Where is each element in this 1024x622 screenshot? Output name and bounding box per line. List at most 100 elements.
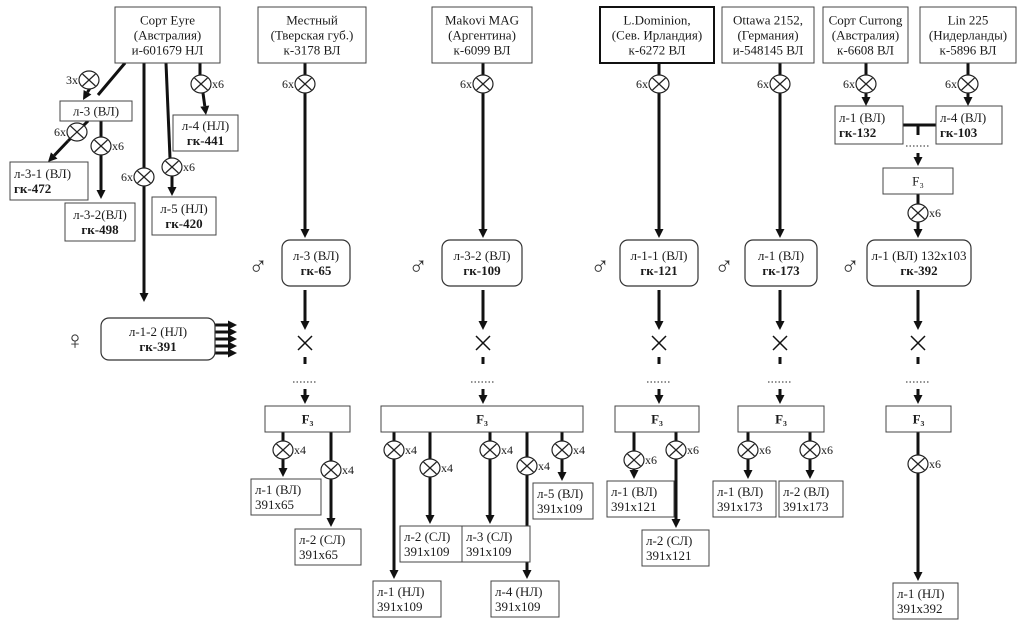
line-box-l3: л-3 (ВЛ) — [59, 100, 133, 122]
male-parent-box: л-3-2 (ВЛ)гк-109 — [441, 239, 523, 287]
arrow-head — [228, 348, 237, 358]
cycle-count-label: 6x — [945, 77, 957, 91]
line-box-l5: л-5 (НЛ)гк-420 — [151, 196, 217, 236]
progeny-line-box: л-4 (НЛ)391x109 — [490, 580, 560, 618]
box-text: 391x109 — [377, 599, 423, 614]
progeny-line-box: л-2 (СЛ)391x65 — [294, 528, 362, 566]
cycle-count-label: x6 — [929, 457, 941, 471]
arrow-head — [478, 321, 488, 330]
self-pollination-icon — [472, 74, 494, 94]
box-text: к-6272 ВЛ — [629, 43, 686, 58]
box-text: и-548145 ВЛ — [733, 43, 804, 58]
source-variety-ottawa: Ottawa 2152,(Германия)и-548145 ВЛ — [721, 6, 815, 64]
cycle-count-label: x6 — [687, 443, 699, 457]
arrow-head — [228, 327, 237, 337]
line-box-currong-l1: л-1 (ВЛ)гк-132 — [834, 105, 904, 145]
box-text: (Австралия) — [134, 28, 202, 43]
female-symbol-icon: ♀ — [65, 326, 85, 355]
box-text: к-6099 ВЛ — [454, 43, 511, 58]
box-text: л-1 (НЛ) — [897, 586, 944, 601]
arrow-head — [629, 470, 639, 479]
arrow-head — [743, 470, 753, 479]
cycle-count-label: x4 — [573, 443, 585, 457]
box-text: Сорт Eyre — [140, 13, 195, 28]
cycle-count-label: x6 — [112, 139, 124, 153]
arrow-head — [300, 229, 310, 238]
box-text: 391x392 — [897, 601, 943, 616]
line-box-l3-1: л-3-1 (ВЛ)гк-472 — [9, 161, 89, 201]
box-text: л-2 (СЛ) — [404, 529, 450, 544]
box-text: (Сев. Ирландия) — [612, 28, 702, 43]
self-pollination-icon — [90, 136, 112, 156]
self-pollination-icon — [272, 440, 294, 460]
progeny-line-box: л-2 (СЛ)391x121 — [641, 529, 710, 567]
box-text: F₃ — [302, 412, 314, 427]
male-symbol-icon: ♂ — [840, 252, 860, 281]
box-text: гк-498 — [81, 222, 119, 237]
self-pollination-icon — [294, 74, 316, 94]
cycle-count-label: x4 — [405, 443, 417, 457]
self-pollination-icon — [78, 70, 100, 90]
box-text: к-3178 ВЛ — [284, 43, 341, 58]
arrow-head — [478, 229, 488, 238]
progeny-line-box: л-1 (ВЛ)391x121 — [606, 480, 675, 518]
connector-line — [164, 62, 172, 159]
progeny-line-box: л-1 (ВЛ)391x65 — [250, 478, 322, 516]
box-text: F₃ — [775, 412, 787, 427]
box-text: л-3 (ВЛ) — [73, 104, 119, 119]
box-text: гк-173 — [762, 263, 800, 278]
arrow-head — [167, 187, 177, 196]
arrow-head — [654, 395, 664, 404]
box-text: л-3-2(ВЛ) — [73, 207, 127, 222]
cycle-count-label: x4 — [342, 463, 354, 477]
self-pollination-icon — [623, 450, 645, 470]
cycle-count-label: x4 — [501, 443, 513, 457]
box-text: 391x173 — [783, 499, 829, 514]
cycle-count-label: 6x — [843, 77, 855, 91]
box-text: Makovi MAG — [445, 13, 519, 28]
box-text: гк-103 — [940, 125, 978, 140]
self-pollination-icon — [551, 440, 573, 460]
box-text: 391x109 — [537, 501, 583, 516]
arrow-head — [913, 321, 923, 330]
box-text: гк-472 — [14, 181, 51, 196]
f3-generation-box: F₃ — [885, 405, 952, 433]
source-variety-lin225: Lin 225(Нидерланды)к-5896 ВЛ — [919, 6, 1017, 64]
source-variety-eyre: Сорт Eyre(Австралия)и-601679 НЛ — [114, 6, 221, 64]
box-text: л-3-1 (ВЛ) — [14, 166, 71, 181]
box-text: F₃ — [476, 412, 488, 427]
arrow-head — [425, 515, 435, 524]
arrow-head — [654, 321, 664, 330]
arrow-head — [48, 152, 58, 162]
arrow-head — [83, 89, 92, 100]
arrow-head — [485, 515, 495, 524]
box-text: л-5 (НЛ) — [160, 201, 207, 216]
box-text: F₃ — [913, 412, 925, 427]
arrow-head — [278, 468, 288, 477]
box-text: л-1 (ВЛ) 132x103 — [872, 248, 967, 263]
box-text: 391x65 — [255, 497, 294, 512]
arrow-head — [775, 321, 785, 330]
self-pollination-icon — [737, 440, 759, 460]
cycle-count-label: 6x — [282, 77, 294, 91]
arrow-head — [775, 395, 785, 404]
f3-generation-box: F₃ — [614, 405, 700, 433]
connector-line — [53, 139, 70, 157]
line-box-l4: л-4 (НЛ)гк-441 — [172, 114, 239, 152]
cycle-count-label: 3x — [66, 73, 78, 87]
box-text: л-1 (ВЛ) — [839, 110, 885, 125]
box-text: л-2 (ВЛ) — [783, 484, 829, 499]
cycle-count-label: x6 — [821, 443, 833, 457]
self-pollination-icon — [769, 74, 791, 94]
cycle-count-label: x6 — [759, 443, 771, 457]
box-text: 391x121 — [611, 499, 657, 514]
box-text: л-5 (ВЛ) — [537, 486, 583, 501]
nodes: Сорт Eyre(Австралия)и-601679 НЛМестный(Т… — [9, 6, 1017, 620]
box-text: л-1 (НЛ) — [377, 584, 424, 599]
male-symbol-icon: ♂ — [248, 252, 268, 281]
box-text: 391x121 — [646, 548, 692, 563]
box-text: 391x173 — [717, 499, 763, 514]
progeny-line-box: л-1 (ВЛ)391x173 — [712, 480, 777, 518]
arrow-head — [913, 157, 923, 166]
cycle-count-label: x4 — [538, 459, 550, 473]
